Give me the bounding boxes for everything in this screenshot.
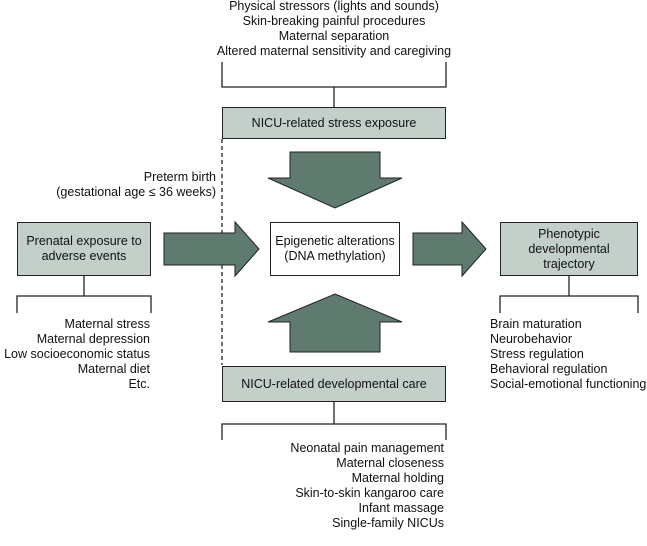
care-practice-item: Neonatal pain management	[290, 441, 444, 455]
stressor-item: Maternal separation	[278, 29, 390, 43]
right-bracket	[499, 276, 639, 313]
stressor-item: Physical stressors (lights and sounds)	[229, 0, 439, 13]
care-practice-item: Single-family NICUs	[332, 516, 444, 530]
preterm-line-1: Preterm birth	[143, 170, 216, 184]
prenatal-factor-item: Maternal stress	[64, 317, 150, 331]
care-practice-item: Skin-to-skin kangaroo care	[295, 486, 444, 500]
prenatal-factor-item: Low socioeconomic status	[4, 347, 150, 361]
nicu-stress-box: NICU-related stress exposure	[222, 107, 446, 139]
prenatal-factor-item: Etc.	[128, 377, 150, 391]
stressor-item: Skin-breaking painful procedures	[242, 14, 426, 28]
prenatal-box: Prenatal exposure to adverse events	[17, 222, 151, 276]
outcome-item: Social-emotional functioning	[490, 377, 647, 391]
epigenetic-label: Epigenetic alterations (DNA methylation)	[275, 234, 395, 263]
stressor-item: Altered maternal sensitivity and caregiv…	[216, 44, 452, 58]
nicu-stress-label: NICU-related stress exposure	[251, 115, 417, 130]
prenatal-label: Prenatal exposure to adverse events	[26, 234, 142, 263]
prenatal-factor-item: Maternal depression	[36, 332, 150, 346]
epigenetic-box: Epigenetic alterations (DNA methylation)	[270, 222, 400, 276]
phenotypic-label: Phenotypic developmental trajectory	[528, 226, 610, 271]
nicu-care-label: NICU-related developmental care	[241, 376, 427, 391]
up-arrow	[267, 293, 403, 353]
preterm-line-2: (gestational age ≤ 36 weeks)	[56, 185, 216, 199]
outcome-item: Neurobehavior	[490, 332, 572, 346]
prenatal-factor-item: Maternal diet	[77, 362, 150, 376]
care-practices-list: Neonatal pain management Maternal closen…	[222, 441, 444, 531]
top-bracket	[221, 62, 447, 107]
preterm-label: Preterm birth (gestational age ≤ 36 week…	[20, 170, 216, 200]
prenatal-factors-list: Maternal stress Maternal depression Low …	[0, 317, 150, 392]
epigenetic-to-phenotypic-arrow	[412, 220, 487, 278]
care-practice-item: Maternal closeness	[336, 456, 444, 470]
care-practice-item: Infant massage	[358, 501, 444, 515]
outcome-item: Stress regulation	[490, 347, 584, 361]
bottom-bracket	[221, 402, 447, 440]
left-bracket	[16, 276, 152, 313]
stressor-list: Physical stressors (lights and sounds) S…	[172, 0, 496, 59]
nicu-care-box: NICU-related developmental care	[222, 366, 446, 402]
down-arrow	[267, 151, 403, 209]
care-practice-item: Maternal holding	[351, 471, 444, 485]
prenatal-to-epigenetic-arrow	[163, 220, 260, 278]
phenotypic-box: Phenotypic developmental trajectory	[500, 222, 638, 276]
outcome-item: Behavioral regulation	[490, 362, 608, 376]
outcomes-list: Brain maturation Neurobehavior Stress re…	[490, 317, 647, 392]
outcome-item: Brain maturation	[490, 317, 582, 331]
